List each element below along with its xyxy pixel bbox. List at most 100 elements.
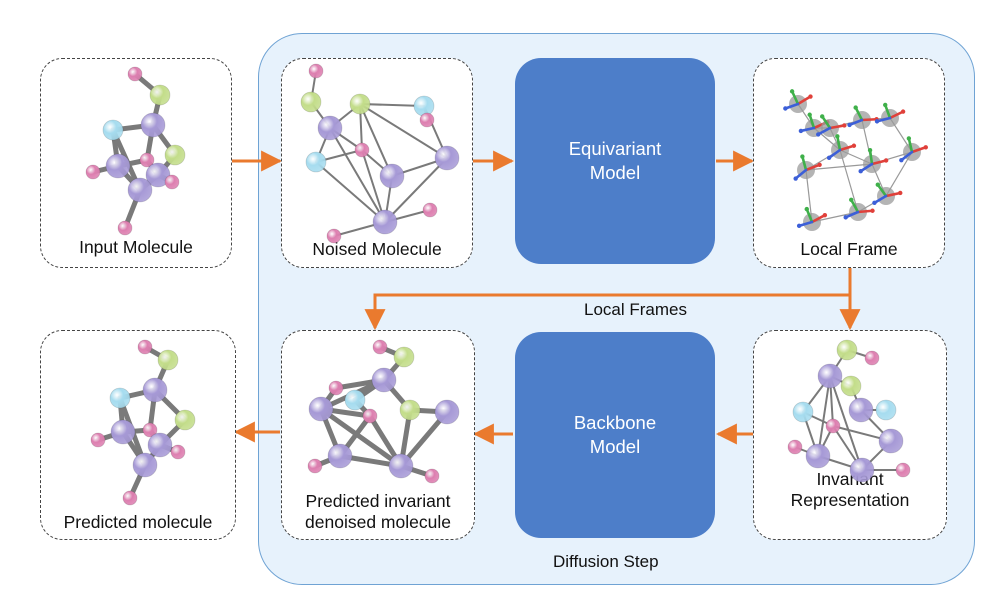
atom [308,396,334,422]
atom [140,112,166,138]
atom [817,363,843,389]
frame-axis [838,144,856,152]
atom [132,452,158,478]
atom [354,142,370,158]
atom [434,145,460,171]
frame-axis-tip [798,128,804,134]
local-frame-card: Local Frame [753,58,945,268]
atom [85,164,101,180]
frame-axis [868,148,874,166]
atom [300,91,322,113]
atom [127,177,153,203]
atom [164,174,180,190]
frame-axis-tip [796,223,802,229]
atom [379,163,405,189]
predicted-invariant-caption: Predicted invariant denoised molecule [305,491,451,532]
atom [142,422,158,438]
frame-axis-tip [858,169,863,174]
bond [359,103,425,107]
local-frame-graphic [783,89,928,231]
atom [110,419,136,445]
frame-axis-tip [870,208,875,213]
backbone-model-label: Backbone Model [573,412,657,457]
bond [359,103,393,177]
atom [145,162,171,188]
atom [122,490,138,506]
local-frame-caption: Local Frame [800,239,898,259]
atom [307,458,323,474]
frame-axis-tip [883,158,889,163]
frame-axis [816,126,832,136]
atom [388,453,414,479]
frame-axis-tip [867,148,873,153]
atom [326,228,342,244]
frame-axis-tip [822,212,828,218]
frame-axis-tip [875,182,881,187]
frame-axis [907,137,914,154]
frame-axis [873,194,888,205]
bond [839,149,859,213]
frame-axis [784,102,800,110]
frame-axis [883,103,892,120]
atom [805,443,831,469]
frame-axis [870,159,888,166]
arrow-local-frames-loop [364,266,852,331]
atom [372,209,398,235]
noised-molecule-caption: Noised Molecule [312,239,442,259]
atom [117,220,133,236]
input-molecule-graphic [85,66,186,236]
frame-axis-tip [804,206,809,212]
frame-axis [888,110,905,120]
atom [413,95,435,117]
atom [372,339,388,355]
predicted-molecule-card: Predicted molecule [40,330,236,540]
frame-axis [827,148,842,160]
atom [434,399,460,425]
frame-axis [804,163,821,172]
frame-axis [797,220,814,228]
frame-axis-tip [900,109,906,114]
frame-axis [790,90,800,106]
frame-axis-tip [883,102,888,108]
atom [895,462,911,478]
atom [849,457,875,483]
frame-axis-tip [847,122,852,128]
bond [817,375,831,457]
atom [147,432,173,458]
atom [157,349,179,371]
frame-axis [860,117,878,122]
atom [362,408,378,424]
atom [142,377,168,403]
frame-axis [884,191,902,198]
noised-molecule-graphic [300,63,460,244]
predicted-molecule-graphic [90,339,196,506]
atom [164,144,186,166]
frame-axis-tip [851,143,857,148]
frame-axis-tip [843,215,848,220]
atom [419,112,435,128]
atom [836,339,858,361]
atom [127,66,143,82]
atom [139,152,155,168]
frame-axis-tip [793,176,798,181]
atom [105,153,131,179]
frame-axis [856,209,874,214]
atom [174,409,196,431]
frame-axis [900,150,914,162]
frame-axis [794,168,808,180]
frame-axis [854,106,864,122]
frame-axis-tip [826,155,832,161]
atom [317,115,343,141]
frame-axis-tip [816,132,821,137]
diffusion-step-label: Diffusion Step [553,552,659,571]
frame-axis-tip [899,157,904,163]
frame-axis [876,183,888,198]
atom [170,444,186,460]
frame-axis-tip [835,134,840,139]
frame-axis [796,95,812,106]
frame-axis-tip [842,123,847,128]
frame-axis [820,115,832,130]
frame-axis-tip [898,190,903,196]
atom [371,367,397,393]
atom [422,202,438,218]
